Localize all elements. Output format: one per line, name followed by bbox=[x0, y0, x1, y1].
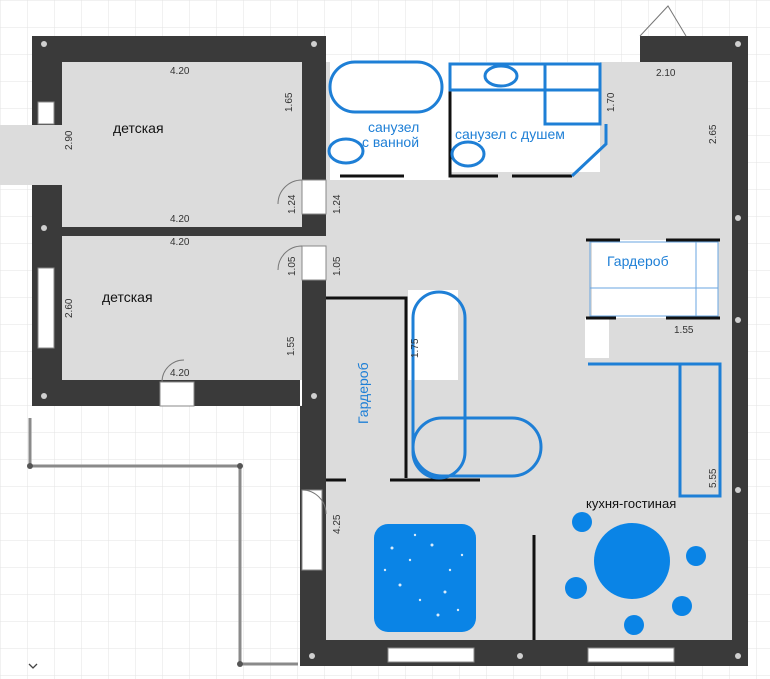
dimension-label: 1.55 bbox=[674, 325, 694, 336]
partitions bbox=[326, 90, 720, 640]
dimension-label: 5.55 bbox=[708, 468, 719, 488]
room-label-kids-2: детская bbox=[102, 289, 153, 305]
dining-table bbox=[594, 523, 670, 599]
chevron-down-icon[interactable] bbox=[28, 663, 38, 669]
room-label-kitchen: кухня-гостиная bbox=[586, 496, 676, 511]
bed-outline-vertical bbox=[411, 290, 467, 480]
wardrobe-right-shelves bbox=[589, 241, 719, 317]
chair-5 bbox=[686, 546, 706, 566]
balcony bbox=[27, 418, 298, 667]
chair-1 bbox=[572, 512, 592, 532]
room-label-wardrobe-right: Гардероб bbox=[607, 253, 669, 269]
room-label-bath-tub-2: с ванной bbox=[362, 134, 419, 150]
room-label-bath-tub-1: санузел bbox=[368, 119, 419, 135]
sink-outline bbox=[483, 64, 519, 88]
bed-outline-horizontal bbox=[411, 416, 543, 478]
dimension-label: 4.20 bbox=[170, 237, 190, 248]
chair-4 bbox=[672, 596, 692, 616]
dimension-label: 1.24 bbox=[332, 194, 343, 214]
dimension-label: 2.60 bbox=[64, 298, 75, 318]
dimension-label: 2.65 bbox=[708, 124, 719, 144]
chair-3 bbox=[624, 615, 644, 635]
chair-2 bbox=[565, 577, 587, 599]
toilet-outline-2 bbox=[450, 140, 486, 168]
dimension-label: 1.70 bbox=[606, 92, 617, 112]
dimension-label: 1.05 bbox=[332, 256, 343, 276]
blue-furniture bbox=[374, 512, 706, 635]
dimension-label: 2.10 bbox=[656, 68, 676, 79]
kitchen-island-outline bbox=[678, 362, 722, 498]
dimension-label: 1.24 bbox=[287, 194, 298, 214]
dimension-label: 4.25 bbox=[332, 514, 343, 534]
wall-markers bbox=[41, 41, 741, 659]
sketch-white-patches bbox=[330, 62, 718, 380]
dimension-label: 1.55 bbox=[286, 336, 297, 356]
toilet-outline-1 bbox=[327, 137, 365, 165]
door-swings bbox=[161, 5, 687, 515]
room-label-bath-shower: санузел с душем bbox=[455, 126, 565, 142]
sofa-block bbox=[374, 524, 476, 632]
room-label-wardrobe-left: Гардероб bbox=[355, 362, 371, 424]
dimension-label: 4.20 bbox=[170, 214, 190, 225]
openings bbox=[37, 101, 675, 663]
shower-tray-line bbox=[570, 124, 608, 178]
room-label-kids-1: детская bbox=[113, 120, 164, 136]
dimension-label: 1.65 bbox=[284, 92, 295, 112]
bathtub-outline bbox=[328, 60, 444, 114]
dimension-label: 1.75 bbox=[410, 338, 421, 358]
dimension-label: 4.20 bbox=[170, 368, 190, 379]
dimension-label: 2.90 bbox=[64, 130, 75, 150]
blue-sketch bbox=[327, 60, 722, 498]
interior-walls bbox=[62, 36, 326, 406]
sofa-texture bbox=[383, 533, 464, 617]
dimension-label: 1.05 bbox=[287, 256, 298, 276]
dimension-label: 4.20 bbox=[170, 66, 190, 77]
